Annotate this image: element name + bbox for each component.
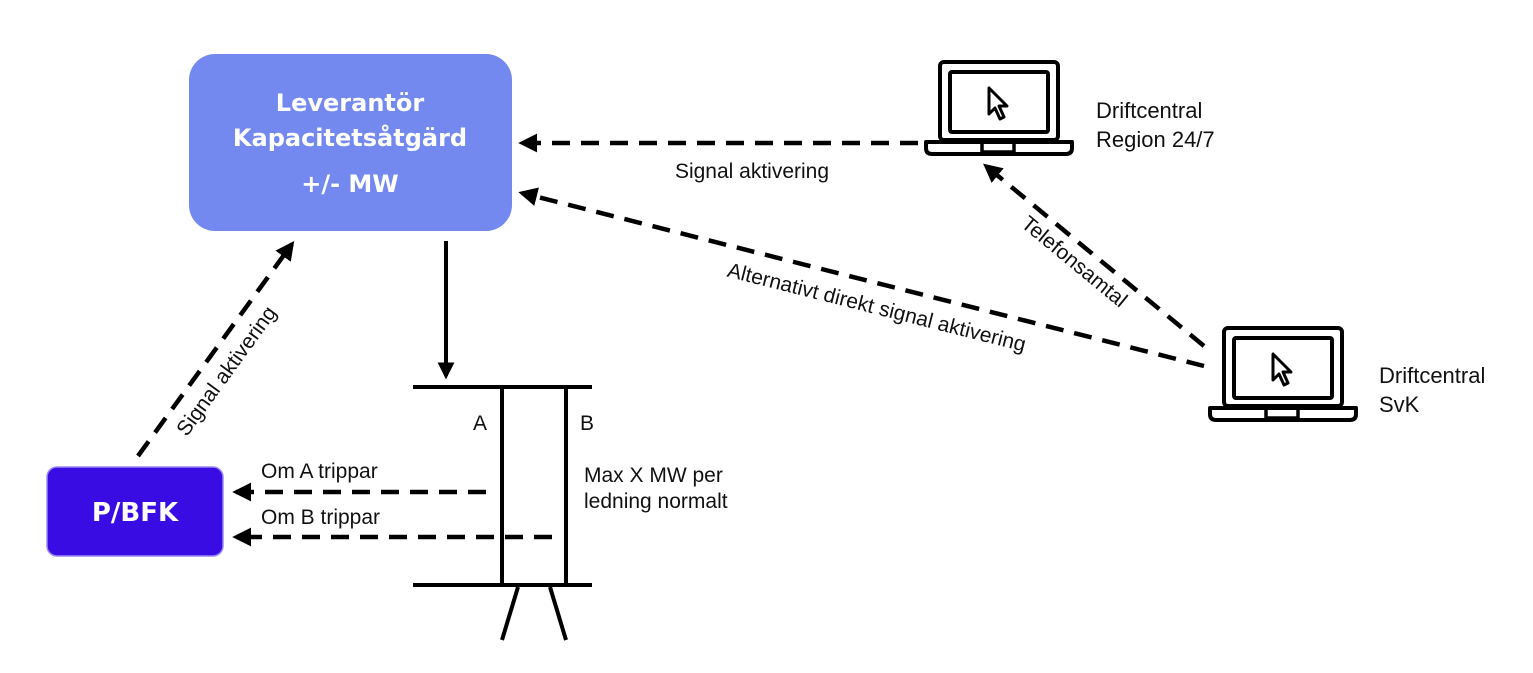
- label-om-a-trippar: Om A trippar: [261, 460, 378, 483]
- capacity-note-line2: ledning normalt: [584, 490, 728, 513]
- label-alternativt-direkt: Alternativt direkt signal aktivering: [725, 259, 1028, 357]
- tower-leg-left: [500, 586, 520, 641]
- driftcentral-region-line1: Driftcentral: [1096, 98, 1202, 123]
- leverantor-title-line1: Leverantör: [276, 89, 425, 117]
- label-signal-aktivering-pbfk: Signal aktivering: [172, 302, 281, 440]
- label-telefonsamtal: Telefonsamtal: [1017, 212, 1132, 312]
- cursor-icon: [987, 86, 1009, 121]
- line-a-label: A: [473, 412, 487, 435]
- leverantor-title-line3: +/- MW: [301, 170, 399, 198]
- cursor-icon: [1271, 352, 1293, 387]
- grid-structure: [413, 385, 592, 641]
- laptop-icon: [1208, 326, 1358, 422]
- driftcentral-svk-line1: Driftcentral: [1379, 363, 1485, 388]
- label-signal-aktivering-region: Signal aktivering: [675, 160, 829, 183]
- driftcentral-svk-line2: SvK: [1379, 392, 1420, 417]
- pbfk-box: [46, 466, 224, 557]
- driftcentral-region-line2: Region 24/7: [1096, 127, 1215, 152]
- pbfk-node: P/BFK: [46, 466, 224, 557]
- leverantor-box: [189, 54, 512, 231]
- arrow-pbfk-to-leverantor: [136, 240, 295, 458]
- label-om-b-trippar: Om B trippar: [261, 506, 380, 529]
- leverantor-node: Leverantör Kapacitetsåtgärd +/- MW: [189, 54, 512, 231]
- arrow-svk-to-leverantor: [518, 187, 1205, 369]
- line-b-label: B: [580, 412, 594, 435]
- pbfk-label: P/BFK: [92, 498, 179, 528]
- laptop-icon: [924, 60, 1074, 156]
- capacity-note-line1: Max X MW per: [584, 464, 723, 487]
- arrow-svk-to-region: [983, 163, 1206, 348]
- leverantor-title-line2: Kapacitetsåtgärd: [233, 123, 467, 152]
- tower-leg-right: [548, 586, 568, 641]
